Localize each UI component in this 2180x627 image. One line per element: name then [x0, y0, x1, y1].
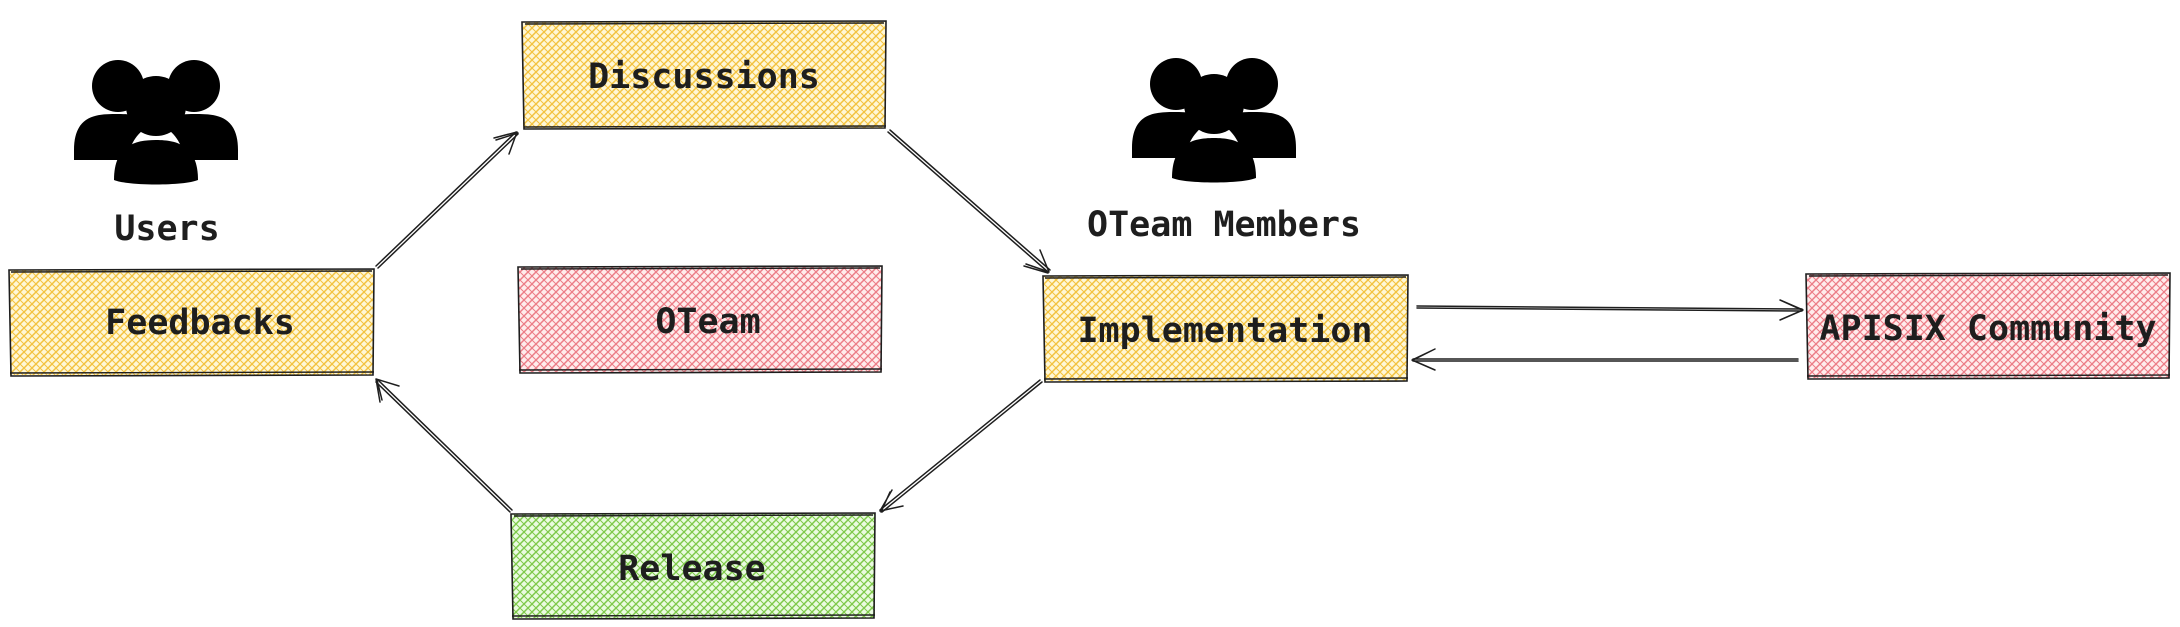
users-group-icon — [74, 60, 238, 185]
discussions-node: Discussions — [521, 20, 887, 130]
oteam-members-label: OTeam Members — [1087, 205, 1361, 245]
oteam-members-group-icon — [1132, 58, 1296, 183]
arrow-implementation-to-apisix — [1416, 299, 1804, 321]
implementation-label: Implementation — [1077, 311, 1372, 351]
feedbacks-label: Feedbacks — [105, 303, 295, 343]
release-node: Release — [510, 512, 876, 620]
discussions-label: Discussions — [588, 57, 820, 97]
arrow-feedbacks-to-discussions — [375, 131, 519, 269]
arrow-apisix-to-implementation — [1411, 348, 1799, 371]
apisix-community-label: APISIX Community — [1819, 309, 2156, 349]
arrow-release-to-feedbacks — [375, 378, 513, 513]
users-label: Users — [114, 209, 219, 249]
apisix-community-node: APISIX Community — [1805, 272, 2171, 380]
arrow-implementation-to-release — [879, 379, 1043, 513]
implementation-node: Implementation — [1042, 274, 1409, 383]
oteam-label: OTeam — [655, 302, 760, 342]
release-label: Release — [618, 549, 766, 589]
arrow-discussions-to-implementation — [887, 129, 1051, 274]
feedbacks-node: Feedbacks — [8, 268, 375, 377]
oteam-node: OTeam — [517, 265, 883, 374]
